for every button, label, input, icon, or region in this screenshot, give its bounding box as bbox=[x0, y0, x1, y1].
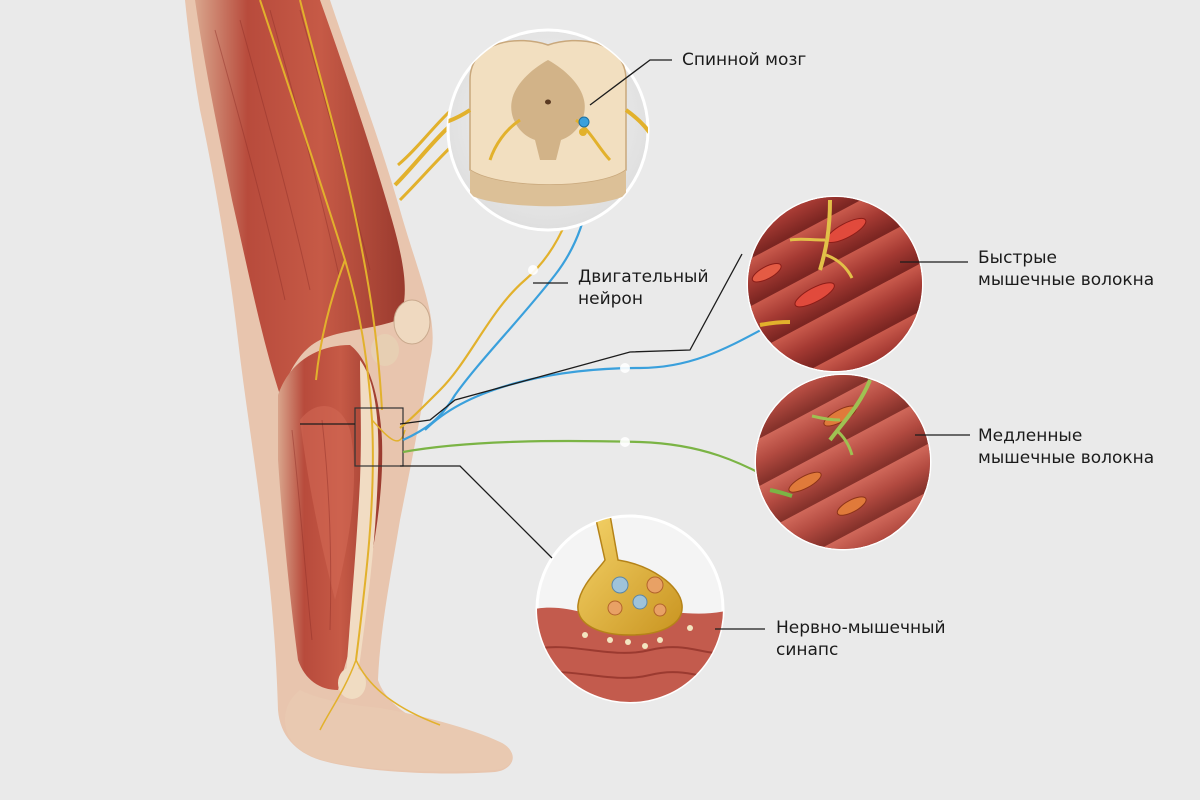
fast-muscle-fibers-icon bbox=[746, 195, 924, 373]
leader-fast-box bbox=[399, 253, 743, 425]
label-synapse: Нервно-мышечный синапс bbox=[776, 617, 946, 661]
leg-nerves bbox=[259, 0, 441, 731]
calf-highlight bbox=[300, 406, 355, 600]
kneecap bbox=[393, 299, 431, 345]
leader-lines bbox=[300, 59, 970, 630]
label-slow-fibers-line1: Медленные bbox=[978, 426, 1083, 446]
label-fast-fibers-line2: мышечные волокна bbox=[978, 270, 1155, 290]
fast-fiber-nerve bbox=[424, 319, 781, 431]
label-motor-neuron-line2: нейрон bbox=[578, 289, 643, 309]
leg-anatomy-illustration bbox=[185, 0, 513, 774]
label-spinal-cord-line1: Спинной мозг bbox=[682, 50, 807, 70]
muscle-striations bbox=[214, 9, 371, 641]
label-motor-neuron: Двигательный нейрон bbox=[578, 266, 709, 310]
label-fast-fibers-line1: Быстрые bbox=[978, 248, 1058, 268]
spinal-cord-cross-section-icon bbox=[446, 28, 650, 232]
slow-fiber-nerve bbox=[402, 439, 791, 491]
slow-muscle-fibers-icon bbox=[754, 373, 932, 551]
label-motor-neuron-line1: Двигательный bbox=[578, 267, 709, 287]
label-slow-fibers-line2: мышечные волокна bbox=[978, 448, 1155, 468]
label-synapse-line1: Нервно-мышечный bbox=[776, 618, 946, 638]
detail-box bbox=[354, 407, 404, 467]
label-spinal-cord: Спинной мозг bbox=[682, 49, 806, 71]
ankle-bone bbox=[338, 667, 366, 699]
neuromuscular-synapse-icon bbox=[535, 514, 725, 704]
shin-bone bbox=[345, 360, 379, 692]
foot bbox=[285, 690, 513, 772]
label-slow-fibers: Медленные мышечные волокна bbox=[978, 425, 1154, 469]
leader-spinal-cord bbox=[589, 59, 672, 106]
leader-synapse-box bbox=[400, 465, 553, 559]
label-synapse-line2: синапс bbox=[776, 640, 839, 660]
label-fast-fibers: Быстрые мышечные волокна bbox=[978, 247, 1154, 291]
thigh-muscle bbox=[195, 0, 405, 395]
